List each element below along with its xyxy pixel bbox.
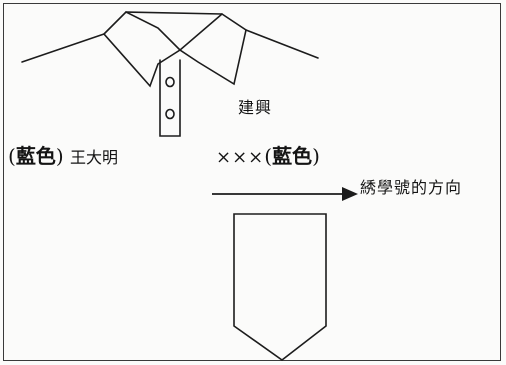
direction-label: 綉學號的方向 — [360, 178, 463, 197]
placket — [159, 59, 181, 137]
button-top — [165, 76, 175, 88]
left-label-group: (藍色) 王大明 — [8, 146, 118, 166]
right-paren-close: ) — [312, 144, 320, 168]
placeholder-marks: ××× — [216, 147, 265, 168]
collar-back-line — [125, 11, 223, 15]
left-color-label: 藍色 — [15, 144, 56, 168]
student-name: 王大明 — [69, 148, 118, 167]
left-collar — [102, 11, 182, 88]
right-shoulder-line — [245, 29, 319, 59]
left-paren-close: ) — [55, 144, 64, 168]
pocket-outline — [233, 213, 327, 361]
right-label-group: ×××(藍色) — [216, 146, 320, 167]
right-color-label: 藍色 — [272, 144, 313, 168]
direction-arrow-head — [342, 187, 358, 201]
left-paren-open: ( — [8, 144, 16, 168]
button-bottom — [165, 108, 175, 120]
school-name: 建興 — [238, 98, 273, 117]
right-paren-open: ( — [264, 144, 273, 168]
frame-border — [3, 3, 501, 361]
left-shoulder-line — [21, 33, 105, 63]
right-collar — [178, 12, 247, 86]
